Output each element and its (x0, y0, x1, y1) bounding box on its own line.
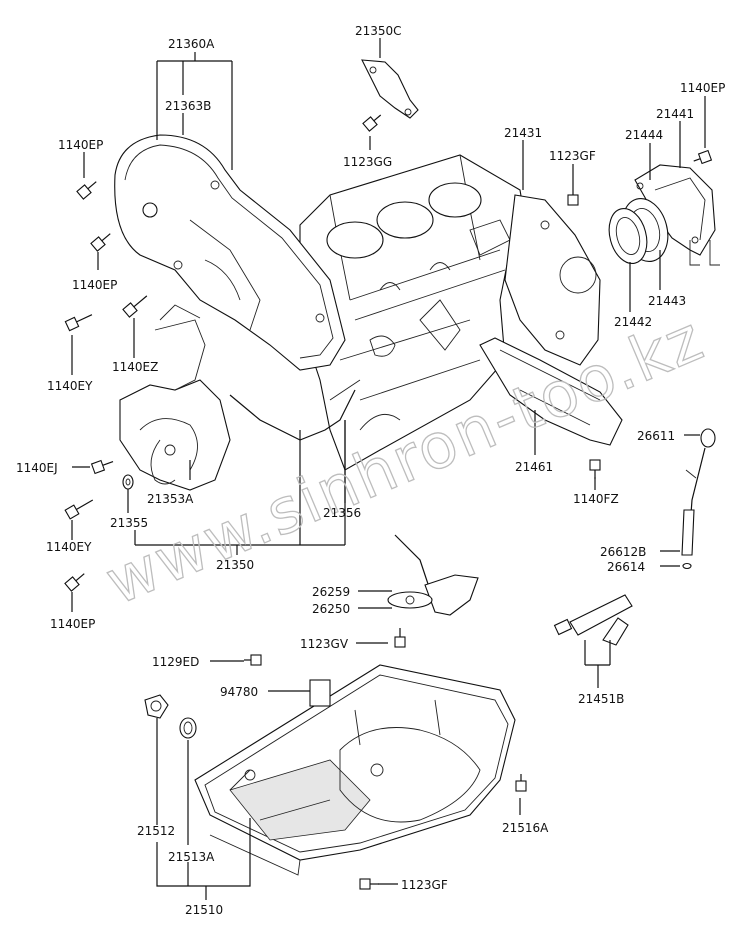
drain-gasket (179, 717, 197, 739)
engine-block (299, 154, 526, 471)
timing-belt-cover (114, 134, 346, 371)
bolt-1140ez (122, 295, 148, 318)
label-26250: 26250 (312, 602, 350, 616)
bolt-21516a (515, 774, 527, 792)
label-26612b: 26612B (600, 545, 646, 559)
label-26259: 26259 (312, 585, 350, 599)
label-1123gf-b: 1123GF (401, 878, 448, 892)
label-21512: 21512 (137, 824, 175, 838)
label-1140ey-a: 1140EY (47, 379, 93, 393)
bolt-1140ep-c (64, 573, 85, 592)
label-1140ey-b: 1140EY (46, 540, 92, 554)
bolt-1129ed (244, 654, 262, 666)
baffle-94780 (309, 679, 331, 707)
label-21353a: 21353A (147, 492, 194, 506)
bolt-icons (64, 114, 713, 890)
bolt-1140ep-d (693, 149, 713, 165)
label-21510: 21510 (185, 903, 223, 917)
lower-timing-cover (119, 304, 231, 491)
label-94780: 94780 (220, 685, 258, 699)
label-1140ep-a: 1140EP (58, 138, 103, 152)
label-21516a: 21516A (502, 821, 549, 835)
part-labels: 21360A 21363B 1140EP 1140EP 1140EZ 1140E… (16, 24, 725, 917)
bolt-1140ej (90, 459, 114, 475)
bolt-1123gf-b (359, 878, 379, 890)
label-26614: 26614 (607, 560, 645, 574)
label-1140ej: 1140EJ (16, 461, 58, 475)
gasket-21442 (608, 208, 648, 264)
bracket-21350c (361, 59, 419, 119)
label-21513a: 21513A (168, 850, 215, 864)
label-21431: 21431 (504, 126, 542, 140)
label-21355: 21355 (110, 516, 148, 530)
sealant-tube (553, 594, 633, 646)
bolt-1123gv (394, 628, 406, 648)
label-1140fz: 1140FZ (573, 492, 619, 506)
label-21350: 21350 (216, 558, 254, 572)
label-21444: 21444 (625, 128, 663, 142)
bracket-21461 (479, 337, 623, 446)
label-1140ep-d: 1140EP (680, 81, 725, 95)
label-1123gv: 1123GV (300, 637, 349, 651)
drain-plug (144, 694, 169, 719)
label-21443: 21443 (648, 294, 686, 308)
label-1140ep-c: 1140EP (50, 617, 95, 631)
label-21356: 21356 (323, 506, 361, 520)
bolt-1140ey-b (64, 499, 94, 520)
label-1140ep-b: 1140EP (72, 278, 117, 292)
label-21451b: 21451B (578, 692, 624, 706)
leader-lines (71, 38, 706, 900)
label-26611: 26611 (637, 429, 675, 443)
bolt-1123gf-a (567, 186, 579, 206)
bolt-1140ep-a (76, 181, 97, 200)
label-21350c: 21350C (355, 24, 402, 38)
label-21441: 21441 (656, 107, 694, 121)
washer-21355 (122, 474, 134, 490)
rear-plate (504, 194, 601, 366)
label-21360a: 21360A (168, 37, 215, 51)
rear-seal-housing (634, 164, 720, 266)
bolt-1123gg (362, 114, 382, 132)
label-1123gf-a: 1123GF (549, 149, 596, 163)
bolt-1140ep-b (90, 233, 111, 252)
gasket-21353a (150, 439, 176, 485)
oil-strainer (387, 534, 479, 616)
bolt-1140fz (589, 459, 601, 479)
label-21461: 21461 (515, 460, 553, 474)
label-21442: 21442 (614, 315, 652, 329)
label-1129ed: 1129ED (152, 655, 199, 669)
label-21363b: 21363B (165, 99, 211, 113)
oil-pan (194, 664, 516, 876)
label-1140ez: 1140EZ (112, 360, 158, 374)
oil-tube (229, 389, 356, 441)
label-1123gg: 1123GG (343, 155, 392, 169)
oil-dipstick (681, 428, 716, 570)
bolt-1140ey-a (64, 314, 93, 332)
